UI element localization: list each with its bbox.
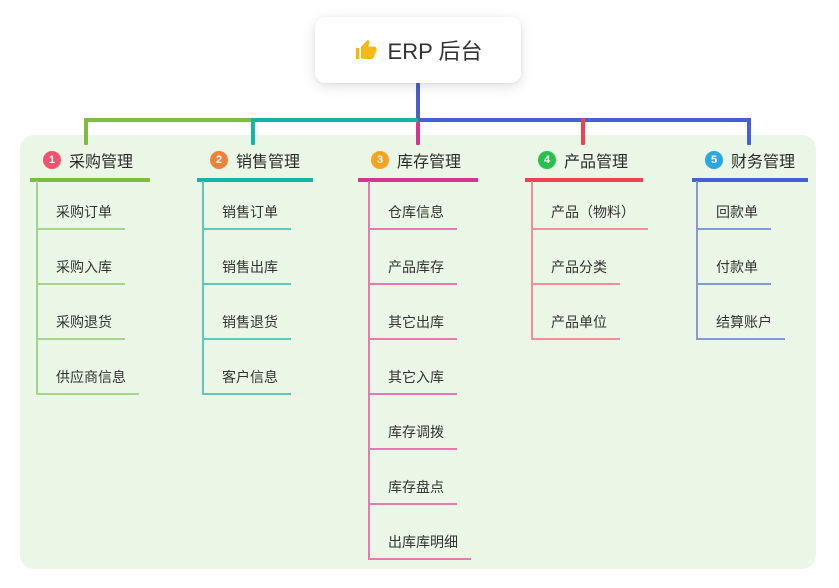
branch-badge: 1	[43, 151, 61, 169]
branch-badge: 2	[210, 151, 228, 169]
child-label: 仓库信息	[388, 204, 444, 220]
branch-label: 采购管理	[69, 154, 134, 171]
branch-drop-line	[84, 118, 88, 145]
thumbs-up-icon	[354, 38, 378, 62]
child-node[interactable]: 销售订单	[202, 202, 291, 230]
branch-node[interactable]: 2 销售管理	[197, 148, 313, 182]
branch-child-line	[368, 181, 370, 560]
child-label: 销售退货	[222, 314, 278, 330]
child-node[interactable]: 产品（物料）	[531, 202, 648, 230]
child-label: 结算账户	[716, 314, 772, 330]
child-node[interactable]: 库存调拨	[368, 422, 457, 450]
child-node[interactable]: 销售出库	[202, 257, 291, 285]
child-label: 销售订单	[222, 204, 278, 220]
child-node[interactable]: 采购入库	[36, 257, 125, 285]
child-label: 供应商信息	[56, 369, 126, 385]
child-node[interactable]: 其它出库	[368, 312, 457, 340]
child-node[interactable]: 销售退货	[202, 312, 291, 340]
branch-badge: 4	[538, 151, 556, 169]
child-node[interactable]: 其它入库	[368, 367, 457, 395]
child-label: 其它出库	[388, 314, 444, 330]
child-label: 产品分类	[551, 259, 607, 275]
child-label: 销售出库	[222, 259, 278, 275]
child-label: 库存盘点	[388, 479, 444, 495]
child-node[interactable]: 产品库存	[368, 257, 457, 285]
child-node[interactable]: 产品分类	[531, 257, 620, 285]
branch-badge: 3	[371, 151, 389, 169]
branch-child-line	[531, 181, 533, 340]
branch-label: 产品管理	[564, 154, 629, 171]
child-node[interactable]: 回款单	[696, 202, 771, 230]
branch-drop-line	[416, 122, 420, 145]
branch-node[interactable]: 1 采购管理	[30, 148, 150, 182]
child-node[interactable]: 产品单位	[531, 312, 620, 340]
child-node[interactable]: 库存盘点	[368, 477, 457, 505]
child-label: 客户信息	[222, 369, 278, 385]
branch-drop-line	[581, 118, 585, 145]
branch-child-line	[202, 181, 204, 395]
child-label: 产品单位	[551, 314, 607, 330]
child-node[interactable]: 供应商信息	[36, 367, 139, 395]
child-label: 其它入库	[388, 369, 444, 385]
child-label: 采购退货	[56, 314, 112, 330]
child-label: 产品库存	[388, 259, 444, 275]
branch-badge: 5	[705, 151, 723, 169]
branch-connector-line	[86, 118, 253, 122]
branch-label: 库存管理	[397, 154, 462, 171]
root-node[interactable]: ERP 后台	[315, 17, 521, 83]
root-stem-line	[416, 83, 420, 122]
child-node[interactable]: 采购退货	[36, 312, 125, 340]
root-label: ERP 后台	[387, 39, 483, 64]
child-label: 回款单	[716, 204, 758, 220]
child-node[interactable]: 客户信息	[202, 367, 291, 395]
branch-drop-line	[251, 118, 255, 145]
branch-drop-line	[747, 118, 751, 145]
child-label: 付款单	[716, 259, 758, 275]
branch-label: 销售管理	[236, 154, 301, 171]
child-node[interactable]: 采购订单	[36, 202, 125, 230]
branch-child-line	[36, 181, 38, 395]
child-node[interactable]: 仓库信息	[368, 202, 457, 230]
child-label: 产品（物料）	[551, 204, 635, 220]
branch-node[interactable]: 3 库存管理	[358, 148, 478, 182]
child-label: 采购入库	[56, 259, 112, 275]
child-node[interactable]: 结算账户	[696, 312, 785, 340]
child-label: 出库库明细	[388, 534, 458, 550]
branch-child-line	[696, 181, 698, 340]
branches-panel	[20, 135, 816, 569]
branch-label: 财务管理	[731, 154, 796, 171]
branch-connector-line	[253, 118, 418, 122]
branch-node[interactable]: 4 产品管理	[525, 148, 643, 182]
child-node[interactable]: 付款单	[696, 257, 771, 285]
child-label: 库存调拨	[388, 424, 444, 440]
child-label: 采购订单	[56, 204, 112, 220]
child-node[interactable]: 出库库明细	[368, 532, 471, 560]
branch-node[interactable]: 5 财务管理	[692, 148, 808, 182]
